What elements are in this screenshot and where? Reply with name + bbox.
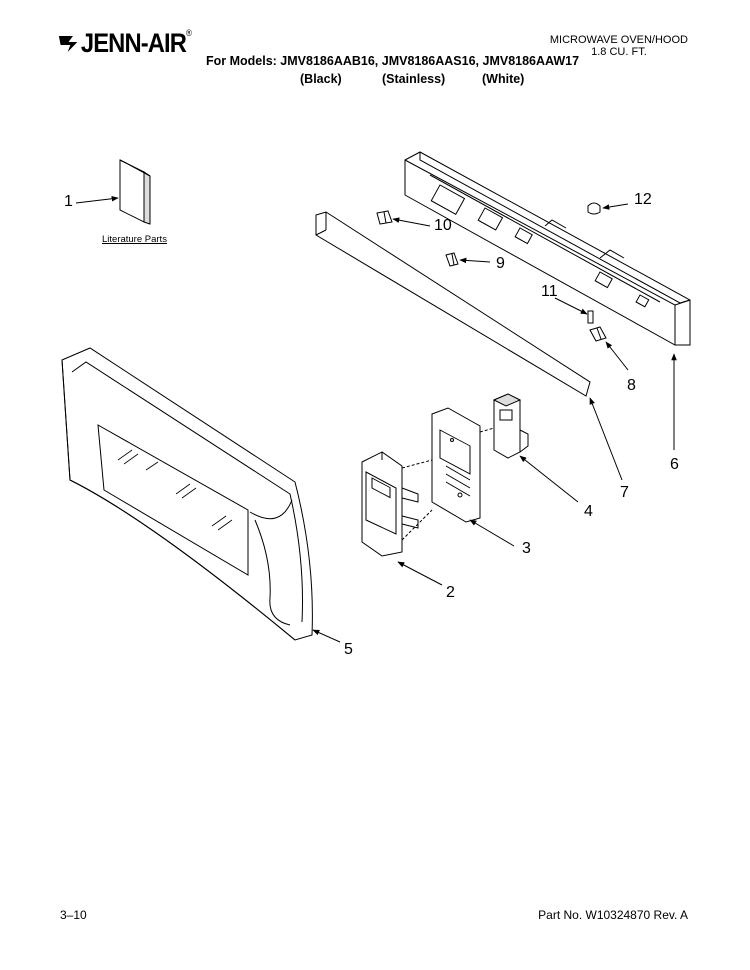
part-4-module: [479, 393, 529, 459]
finish-black: (Black): [300, 72, 342, 86]
literature-parts-label: Literature Parts: [102, 234, 167, 245]
brand-name: JENN-AIR: [80, 28, 187, 58]
brand-logo: JENN-AIR®: [58, 28, 192, 59]
category-line-2: 1.8 CU. FT.: [591, 46, 647, 58]
callout-11: 11: [541, 283, 558, 300]
part-3-control-board: [401, 407, 481, 541]
leader-arrows: [75, 195, 677, 643]
part-9-clip: [445, 252, 459, 267]
callout-1: 1: [64, 193, 73, 210]
callout-5: 5: [344, 641, 353, 658]
callout-6: 6: [670, 456, 679, 473]
finish-white: (White): [482, 72, 525, 86]
brand-registered-mark: ®: [186, 28, 192, 38]
part-12-clip: [587, 202, 601, 215]
callout-3: 3: [522, 540, 531, 557]
category-line-1: MICROWAVE OVEN/HOOD: [549, 34, 688, 46]
part-1-literature: [119, 159, 151, 225]
callout-8: 8: [627, 377, 636, 394]
callout-4: 4: [584, 503, 593, 520]
callout-9: 9: [496, 255, 505, 272]
part-8-clip: [589, 326, 607, 342]
product-category: MICROWAVE OVEN/HOOD 1.8 CU. FT.: [550, 34, 688, 58]
part-5-door: [61, 347, 313, 641]
part-number: Part No. W10324870 Rev. A: [538, 908, 688, 922]
part-6-control-bracket: [404, 151, 691, 346]
part-10-clip: [376, 210, 393, 225]
finish-stainless: (Stainless): [382, 72, 446, 86]
callout-12: 12: [634, 191, 652, 208]
part-7-panel-strip: [315, 211, 591, 397]
models-line: For Models: JMV8186AAB16, JMV8186AAS16, …: [206, 54, 580, 68]
page-number: 3–10: [60, 908, 87, 922]
callout-7: 7: [620, 484, 629, 501]
part-11-clip: [587, 310, 594, 324]
callout-2: 2: [446, 584, 455, 601]
callout-10: 10: [434, 217, 452, 234]
part-2-keypad-frame: [361, 451, 419, 557]
jenn-air-logo-icon: [58, 36, 78, 52]
